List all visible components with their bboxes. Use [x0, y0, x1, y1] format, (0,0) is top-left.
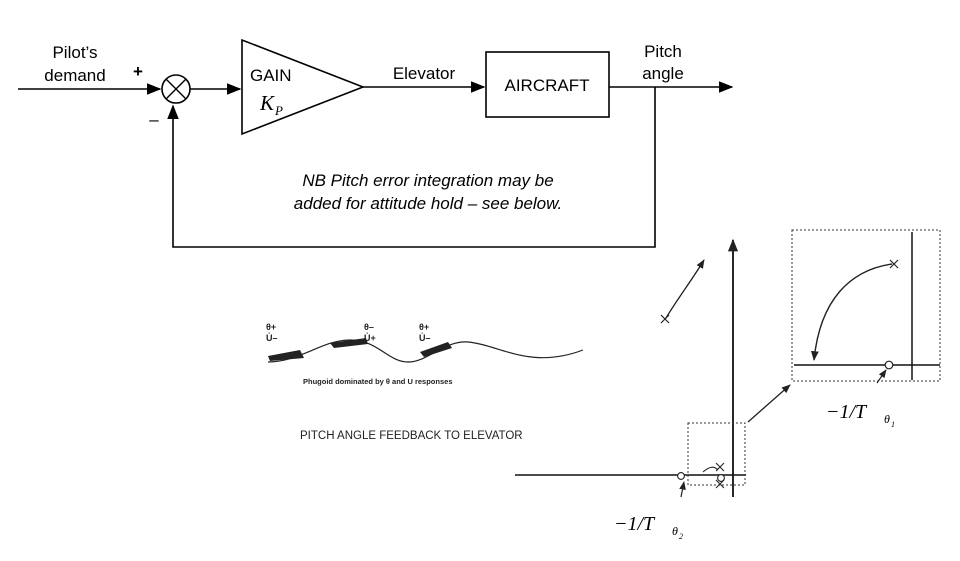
note-line2: added for attitude hold – see below. — [294, 194, 562, 213]
zoom-region-small — [687, 422, 746, 486]
phugoid-figure: θ+ U̇– θ– U̇+ θ+ U̇– Phugoid dominated b… — [266, 322, 584, 442]
zero-1-index: 1 — [891, 420, 895, 429]
output-label-line2: angle — [642, 64, 684, 83]
aircraft-block — [485, 51, 610, 118]
gain-label: GAIN — [250, 66, 292, 85]
marker-1-top: θ+ — [266, 322, 276, 332]
phugoid-marker-2: θ– U̇+ — [364, 322, 376, 343]
phugoid-marker-1: θ+ U̇– — [266, 322, 278, 343]
input-label-line2: demand — [44, 66, 105, 85]
gain-block — [241, 38, 366, 136]
zoom-locus-branch — [810, 263, 893, 361]
note-line1: NB Pitch error integration may be — [302, 171, 553, 190]
aircraft-silhouette-1 — [268, 350, 304, 361]
phugoid-marker-3: θ+ U̇– — [419, 322, 431, 343]
phugoid-trajectory — [267, 339, 584, 363]
zoom-link-arrow — [747, 384, 791, 423]
marker-1-bottom: U̇– — [266, 333, 278, 343]
zero-1-label: −1/T — [826, 401, 868, 423]
aircraft-label: AIRCRAFT — [505, 76, 590, 95]
marker-2-bottom: U̇+ — [364, 333, 376, 343]
marker-2-top: θ– — [364, 322, 374, 332]
summing-junction — [161, 74, 191, 104]
input-label-line1: Pilot’s — [52, 43, 97, 62]
zero-1-marker — [717, 474, 725, 482]
origin-pole-zero-cluster — [677, 462, 725, 489]
plus-sign: + — [133, 62, 143, 81]
zero-2-pointer — [679, 481, 686, 498]
upper-pole-branch — [660, 259, 705, 324]
gain-symbol: K — [259, 91, 275, 115]
zero-1-pointer — [876, 369, 887, 384]
aircraft-silhouette-3 — [420, 342, 452, 357]
aircraft-silhouette-2 — [330, 338, 368, 348]
zero-2-subscript: θ — [672, 524, 678, 538]
elevator-label: Elevator — [393, 64, 456, 83]
block-diagram: Pilot’s demand + – GAIN K P Elevator AIR… — [18, 38, 734, 248]
zero-2-index: 2 — [679, 532, 683, 541]
pole-x-upper — [660, 314, 670, 324]
zero-2-marker — [677, 472, 685, 480]
feedback-path — [167, 87, 656, 248]
aircraft-silhouettes — [268, 338, 452, 361]
zero-1-subscript: θ — [884, 412, 890, 426]
minus-sign: – — [149, 110, 159, 129]
gain-subscript: P — [274, 103, 283, 118]
output-label-line1: Pitch — [644, 42, 682, 61]
marker-3-top: θ+ — [419, 322, 429, 332]
marker-3-bottom: U̇– — [419, 333, 431, 343]
root-locus: −1/T θ 2 −1/T θ 1 — [515, 229, 941, 541]
phugoid-caption: Phugoid dominated by θ and U responses — [303, 377, 453, 386]
zoom-region-large — [791, 229, 941, 382]
zero-2-label: −1/T — [614, 513, 656, 535]
phugoid-title: PITCH ANGLE FEEDBACK TO ELEVATOR — [300, 430, 523, 442]
pole-x-zoom — [889, 259, 899, 269]
zoom-zero-marker — [884, 360, 894, 370]
